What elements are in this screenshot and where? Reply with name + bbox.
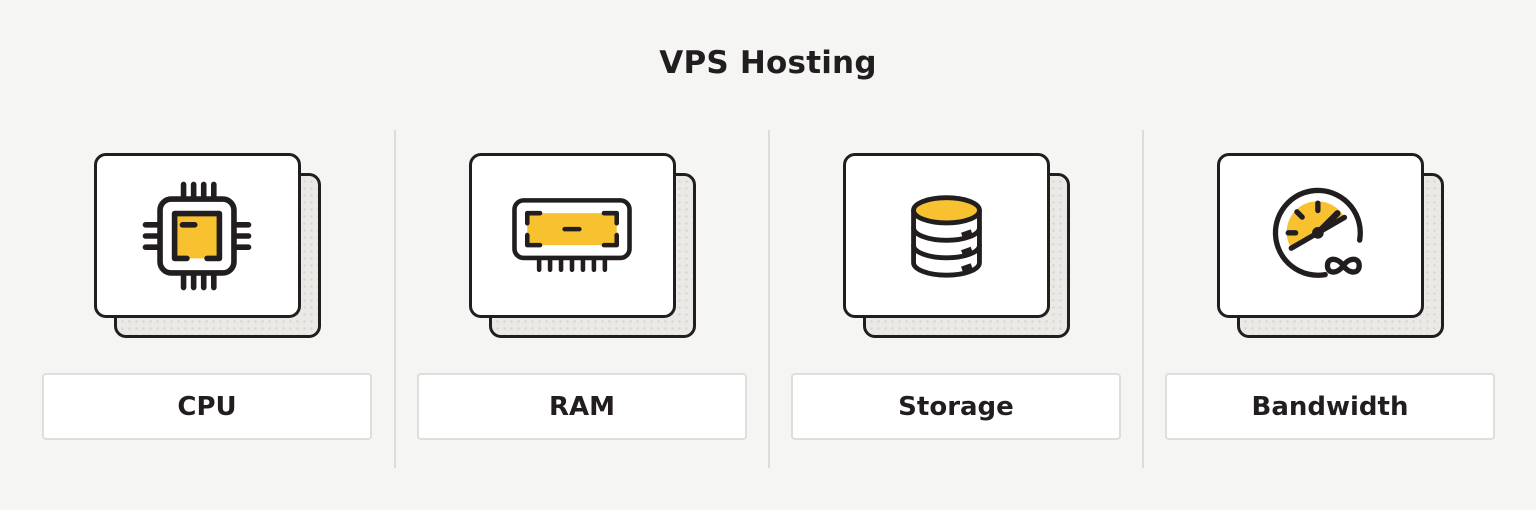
database-icon xyxy=(910,195,982,278)
feature-columns: CPU xyxy=(20,130,1516,468)
page-title: VPS Hosting xyxy=(659,45,877,81)
ram-module-icon xyxy=(512,197,632,272)
ram-card xyxy=(468,153,696,338)
card-face xyxy=(93,153,301,318)
feature-column-storage: Storage xyxy=(768,130,1142,468)
feature-column-cpu: CPU xyxy=(20,130,394,468)
bandwidth-card xyxy=(1216,153,1444,338)
feature-column-ram: RAM xyxy=(394,130,768,468)
feature-label-storage: Storage xyxy=(791,373,1121,440)
feature-label-ram: RAM xyxy=(417,373,747,440)
cpu-card xyxy=(93,153,321,338)
feature-label-bandwidth: Bandwidth xyxy=(1165,373,1495,440)
cpu-chip-icon xyxy=(142,181,252,290)
speedometer-infinity-icon xyxy=(1272,187,1363,278)
storage-card xyxy=(842,153,1070,338)
feature-label-cpu: CPU xyxy=(42,373,372,440)
card-face xyxy=(468,153,676,318)
feature-column-bandwidth: Bandwidth xyxy=(1142,130,1516,468)
card-face xyxy=(842,153,1050,318)
card-face xyxy=(1216,153,1424,318)
